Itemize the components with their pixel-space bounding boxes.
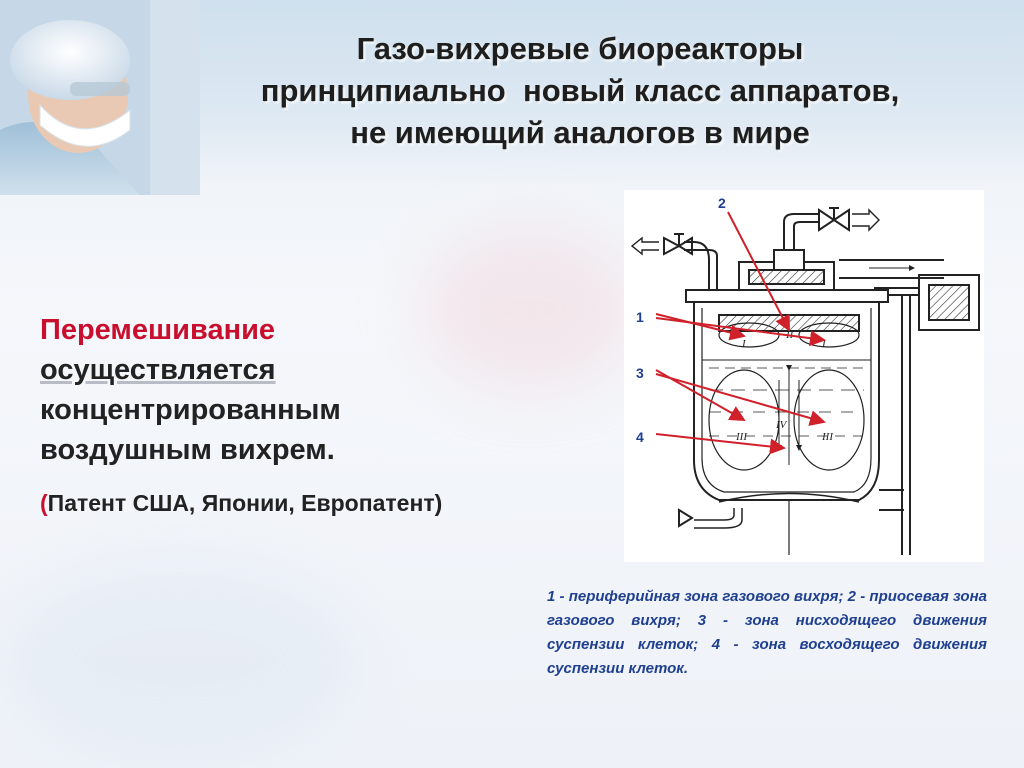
lead-word-2: осуществляется	[40, 350, 480, 390]
callout-label-1: 1	[636, 309, 644, 325]
mixing-description: Перемешивание осуществляется концентриро…	[40, 310, 480, 470]
lead-word-4: воздушным вихрем.	[40, 434, 335, 466]
doctor-image	[0, 0, 200, 195]
callout-label-2: 2	[718, 195, 726, 211]
callout-label-4: 4	[636, 429, 644, 445]
patent-open-paren: (	[40, 490, 48, 516]
roman-label-I: I	[741, 338, 747, 350]
roman-label-III: III	[735, 431, 748, 443]
diagram-legend: 1 - периферийная зона газового вихря; 2 …	[547, 588, 987, 677]
title-line-2: принципиально новый класс аппаратов,	[260, 73, 900, 108]
roman-label-IV: IV	[775, 419, 788, 431]
background-blob	[0, 560, 360, 760]
patent-text: Патент США, Японии, Европатент)	[47, 490, 443, 516]
callout-label-3: 3	[636, 365, 644, 381]
patent-note: (Патент США, Японии, Европатент)	[40, 490, 620, 517]
page-title: Газо-вихревые биореакторы принципиально …	[150, 28, 1010, 154]
roman-label-III: III	[821, 431, 834, 443]
lead-word-3: концентрированным	[40, 394, 341, 426]
lead-underlined: осуществляется	[40, 354, 276, 386]
bioreactor-diagram: I I II III III IV 2 1 3 4	[624, 190, 984, 562]
title-line-1: Газо-вихревые биореакторы	[356, 31, 804, 66]
background-blob	[420, 230, 640, 390]
title-line-3: не имеющий аналогов в мире	[350, 115, 810, 150]
lead-word-1: Перемешивание	[40, 314, 276, 346]
